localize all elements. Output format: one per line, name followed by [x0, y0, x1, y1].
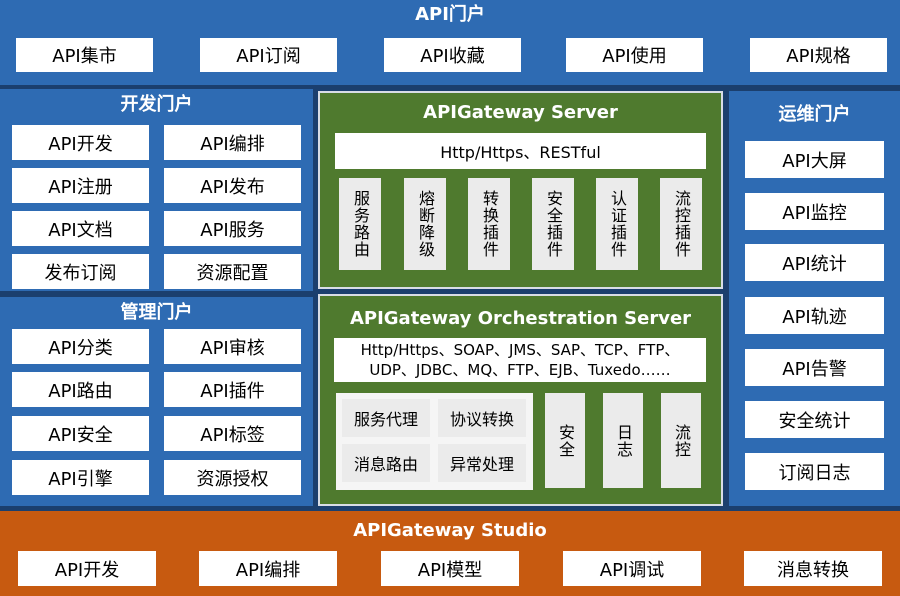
ops-portal-item[interactable]: API告警 — [745, 349, 884, 386]
studio-panel: APIGateway Studio API开发 API编排 API模型 API调… — [0, 511, 900, 596]
mgmt-portal-item[interactable]: API分类 — [12, 329, 149, 364]
studio-item[interactable]: API调试 — [563, 551, 701, 586]
api-portal-panel: API门户 API集市 API订阅 API收藏 API使用 API规格 — [0, 0, 900, 85]
server-plugin[interactable]: 服务路由 — [339, 178, 381, 270]
dev-portal-item[interactable]: API发布 — [164, 168, 301, 203]
server-plugin[interactable]: 认证插件 — [596, 178, 638, 270]
gateway-server-title: APIGateway Server — [423, 102, 618, 123]
gateway-server-panel: APIGateway Server Http/Https、RESTful 服务路… — [318, 91, 723, 289]
mgmt-portal-item[interactable]: API审核 — [164, 329, 301, 364]
studio-item[interactable]: API模型 — [381, 551, 519, 586]
ops-portal-title: 运维门户 — [778, 104, 851, 125]
api-portal-title: API门户 — [415, 4, 485, 25]
dev-portal-title: 开发门户 — [120, 94, 193, 115]
orchestration-protocols-line1: Http/Https、SOAP、JMS、SAP、TCP、FTP、 — [360, 341, 680, 359]
server-plugin[interactable]: 安全插件 — [532, 178, 574, 270]
dev-portal-item[interactable]: API服务 — [164, 211, 301, 246]
ops-portal-panel: 运维门户 API大屏 API监控 API统计 API轨迹 API告警 安全统计 … — [729, 91, 900, 506]
api-portal-item[interactable]: API规格 — [750, 38, 887, 72]
dev-portal-item[interactable]: API编排 — [164, 125, 301, 160]
dev-portal-item[interactable]: 资源配置 — [164, 254, 301, 289]
mgmt-portal-item[interactable]: 资源授权 — [164, 460, 301, 495]
api-portal-item[interactable]: API使用 — [566, 38, 703, 72]
orchestration-protocols: Http/Https、SOAP、JMS、SAP、TCP、FTP、 UDP、JDB… — [334, 338, 706, 382]
studio-item[interactable]: API开发 — [18, 551, 156, 586]
ops-portal-item[interactable]: 订阅日志 — [745, 453, 884, 490]
mgmt-portal-item[interactable]: API路由 — [12, 372, 149, 407]
server-plugin[interactable]: 流控插件 — [660, 178, 702, 270]
orchestration-side-item[interactable]: 流控 — [661, 393, 701, 488]
api-portal-item[interactable]: API集市 — [16, 38, 153, 72]
ops-portal-item[interactable]: 安全统计 — [745, 401, 884, 438]
dev-portal-item[interactable]: API开发 — [12, 125, 149, 160]
studio-item[interactable]: API编排 — [199, 551, 337, 586]
api-portal-item[interactable]: API订阅 — [200, 38, 337, 72]
dev-portal-item[interactable]: 发布订阅 — [12, 254, 149, 289]
orchestration-side-item[interactable]: 安全 — [545, 393, 585, 488]
server-plugin[interactable]: 转换插件 — [468, 178, 510, 270]
ops-portal-item[interactable]: API监控 — [745, 193, 884, 230]
mgmt-portal-item[interactable]: API标签 — [164, 416, 301, 451]
orchestration-function[interactable]: 消息路由 — [342, 444, 430, 482]
gateway-server-protocols: Http/Https、RESTful — [335, 133, 706, 169]
server-plugin[interactable]: 熔断降级 — [404, 178, 446, 270]
studio-title: APIGateway Studio — [353, 520, 547, 541]
dev-portal-item[interactable]: API文档 — [12, 211, 149, 246]
ops-portal-item[interactable]: API大屏 — [745, 141, 884, 178]
mgmt-portal-title: 管理门户 — [120, 302, 193, 323]
mgmt-portal-item[interactable]: API安全 — [12, 416, 149, 451]
mgmt-portal-panel: 管理门户 API分类 API审核 API路由 API插件 API安全 API标签… — [0, 297, 313, 506]
ops-portal-item[interactable]: API轨迹 — [745, 297, 884, 334]
mgmt-portal-item[interactable]: API插件 — [164, 372, 301, 407]
orchestration-function[interactable]: 协议转换 — [438, 399, 526, 437]
mgmt-portal-item[interactable]: API引擎 — [12, 460, 149, 495]
orchestration-function[interactable]: 异常处理 — [438, 444, 526, 482]
ops-portal-item[interactable]: API统计 — [745, 244, 884, 281]
orchestration-server-panel: APIGateway Orchestration Server Http/Htt… — [318, 294, 723, 506]
orchestration-function[interactable]: 服务代理 — [342, 399, 430, 437]
dev-portal-item[interactable]: API注册 — [12, 168, 149, 203]
dev-portal-panel: 开发门户 API开发 API编排 API注册 API发布 API文档 API服务… — [0, 89, 313, 291]
orchestration-protocols-line2: UDP、JDBC、MQ、FTP、EJB、Tuxedo…… — [369, 361, 671, 379]
api-portal-item[interactable]: API收藏 — [384, 38, 521, 72]
studio-item[interactable]: 消息转换 — [744, 551, 882, 586]
orchestration-server-title: APIGateway Orchestration Server — [349, 308, 692, 329]
orchestration-side-item[interactable]: 日志 — [603, 393, 643, 488]
